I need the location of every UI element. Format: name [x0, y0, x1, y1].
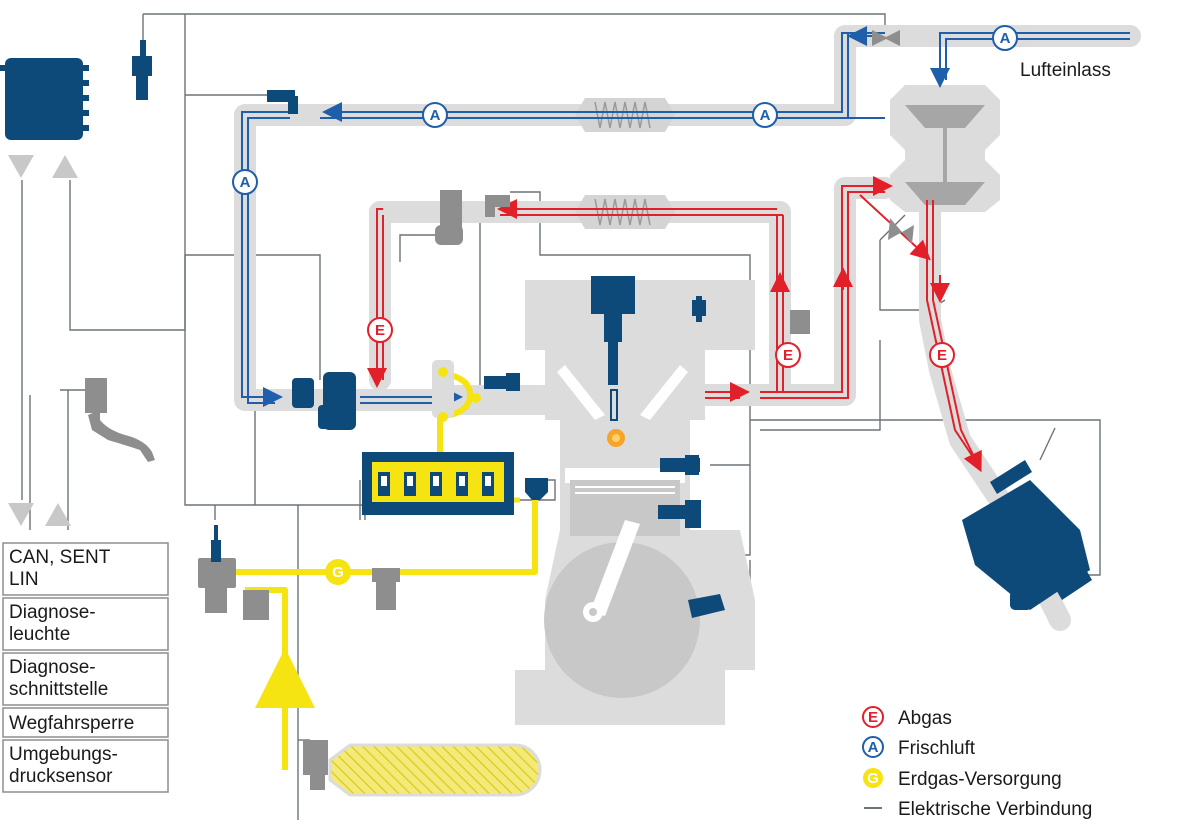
ignition-coil [591, 276, 635, 421]
spark-glow [607, 429, 625, 447]
legend-label-gas: Erdgas-Versorgung [898, 769, 1062, 790]
knock-sensor-upper [660, 455, 700, 475]
side-box-pressure-sensor-line2: drucksensor [9, 766, 113, 787]
crankshaft-sensor [688, 594, 725, 618]
bypass-valve [872, 30, 914, 244]
turbocharger [890, 85, 1000, 212]
engine-block [515, 280, 755, 725]
badge-A-top: A [430, 107, 441, 124]
charge-air-cooler [575, 98, 675, 132]
gas-mixer [432, 360, 481, 422]
legend-label-exhaust: Abgas [898, 708, 952, 729]
side-boxes: CAN, SENT LIN Diagnose- leuchte Diagnose… [2, 542, 169, 793]
badge-E-manifold: E [783, 347, 793, 364]
legend-label-fresh-air: Frischluft [898, 738, 976, 759]
legend-badge-gas: G [867, 770, 879, 787]
legend-item-fresh-air: A Frischluft [862, 736, 976, 759]
exhaust-cooler [575, 195, 675, 229]
legend-item-gas: G Erdgas-Versorgung [863, 768, 1062, 790]
badge-E-egr: E [375, 322, 385, 339]
gas-injector-rail [362, 452, 548, 515]
accelerator-pedal [85, 378, 155, 462]
gas-filter [372, 568, 400, 610]
side-box-can [2, 542, 169, 596]
sensor-manifold-pressure [484, 373, 520, 391]
side-box-immobilizer [2, 707, 169, 738]
side-box-immobilizer-line1: Wegfahrsperre [9, 713, 134, 734]
side-box-diag-lamp-line2: leuchte [9, 624, 70, 645]
sensor-intake-air [267, 90, 298, 114]
fresh-air-badges: A A A A [232, 25, 1018, 195]
tank-valve [303, 740, 328, 790]
engine-control-unit [0, 58, 89, 140]
gas-pressure-regulator [198, 525, 269, 620]
badge-A-cooler: A [760, 107, 771, 124]
side-box-can-line2: LIN [9, 569, 39, 590]
side-box-diag-lamp [2, 597, 169, 651]
side-box-pressure-sensor-line1: Umgebungs- [9, 744, 118, 765]
exhaust-badges: E E E [367, 317, 955, 368]
legend: E Abgas A Frischluft G Erdgas-Versorgung… [862, 706, 1092, 820]
side-box-diag-port [2, 652, 169, 706]
lambda-sensor-upstream [990, 460, 1032, 494]
sensor-camshaft [692, 296, 706, 322]
side-box-diag-lamp-line1: Diagnose- [9, 602, 96, 623]
side-box-pressure-sensor [2, 739, 169, 793]
gas-tank [328, 743, 542, 797]
badge-E-tailpipe: E [937, 347, 947, 364]
inlet-label: Lufteinlass [1020, 60, 1111, 81]
legend-item-wire: Elektrische Verbindung [864, 799, 1092, 820]
legend-item-exhaust: E Abgas [862, 706, 952, 729]
badge-G: G [332, 564, 344, 581]
legend-badge-exhaust: E [868, 709, 878, 726]
lambda-sensor-downstream [1055, 568, 1092, 600]
catalytic-converter [962, 480, 1090, 610]
badge-A-left: A [240, 174, 251, 191]
side-box-can-line1: CAN, SENT [9, 547, 111, 568]
sensor-exhaust-temp [790, 310, 810, 334]
throttle-valve [292, 372, 356, 430]
knock-sensor-lower [658, 500, 701, 528]
side-box-diag-port-line2: schnittstelle [9, 679, 108, 700]
legend-badge-fresh-air: A [868, 739, 879, 756]
gas-badges: G [325, 559, 351, 585]
sensor-lambda-top [132, 40, 152, 100]
badge-A-inlet: A [1000, 30, 1011, 47]
fresh-air-flow [241, 26, 1130, 407]
signal-arrows [8, 155, 78, 526]
turbo-wastegate-actuator [435, 190, 510, 245]
side-box-diag-port-line1: Diagnose- [9, 657, 96, 678]
legend-label-wire: Elektrische Verbindung [898, 799, 1092, 820]
